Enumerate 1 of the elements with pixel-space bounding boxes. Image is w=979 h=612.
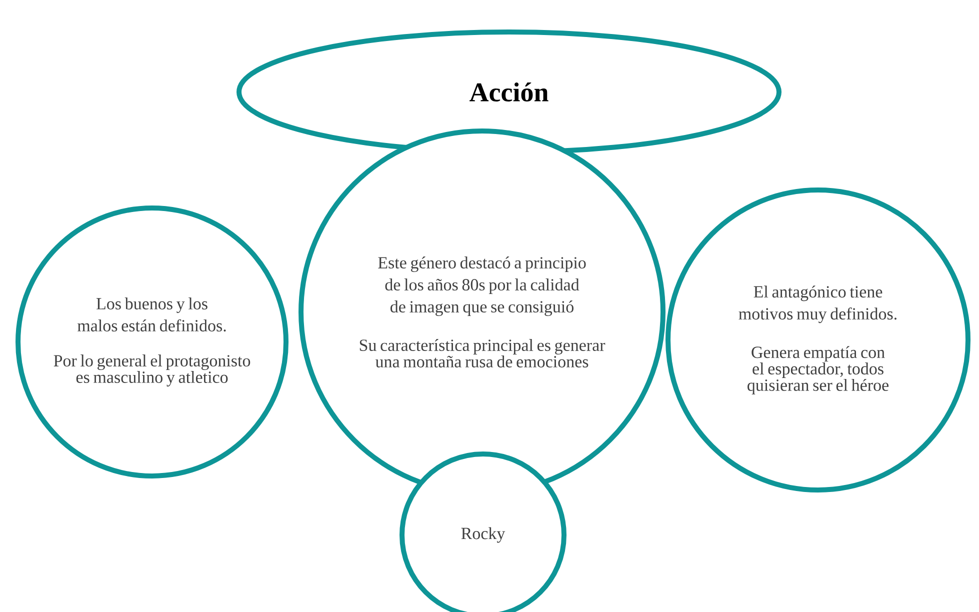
- node-label: Rocky: [461, 527, 506, 543]
